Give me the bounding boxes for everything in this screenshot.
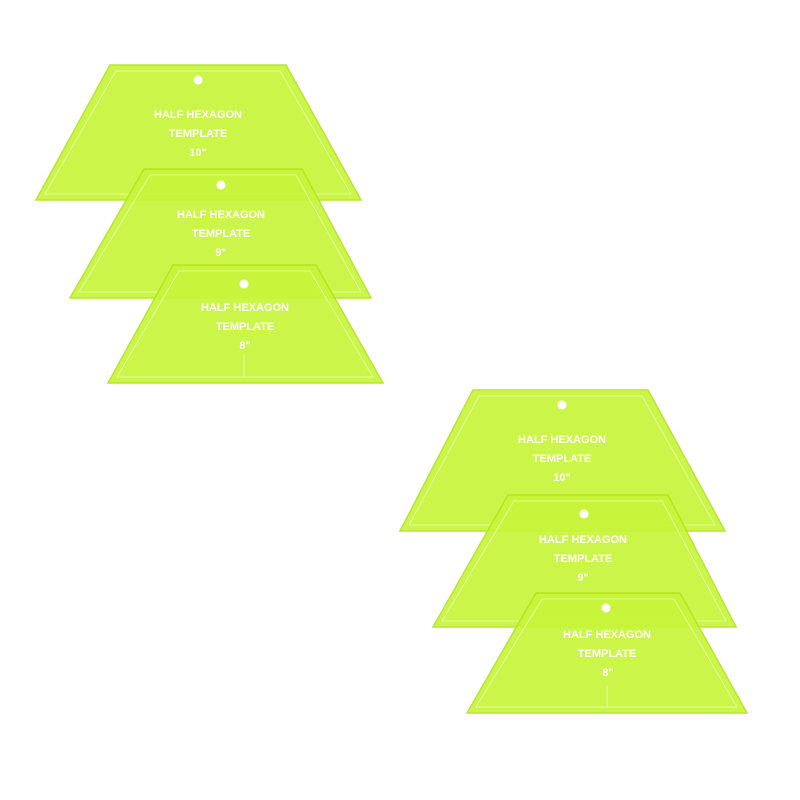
template-subtitle: TEMPLATE (169, 128, 227, 140)
template-size: 8" (602, 667, 613, 679)
hang-hole (216, 180, 226, 190)
template-subtitle: TEMPLATE (533, 453, 591, 465)
acrylic-trapezoid (106, 264, 385, 384)
template-size: 10" (189, 147, 206, 159)
hang-hole (601, 603, 611, 613)
acrylic-trapezoid (34, 64, 363, 201)
seam-allowance-line (475, 598, 738, 708)
template-title: HALF HEXAGON (563, 629, 651, 641)
template-size: 8" (239, 340, 250, 352)
template-title: HALF HEXAGON (539, 534, 627, 546)
template-8in: HALF HEXAGON TEMPLATE 8" (465, 592, 749, 714)
template-subtitle: TEMPLATE (216, 321, 274, 333)
template-10in: HALF HEXAGON TEMPLATE 10" (34, 64, 363, 201)
template-title: HALF HEXAGON (201, 302, 289, 314)
seam-allowance-line (78, 174, 362, 293)
seam-allowance-line (441, 500, 727, 622)
template-8in: HALF HEXAGON TEMPLATE 8" (106, 264, 385, 384)
template-title: HALF HEXAGON (177, 209, 265, 221)
template-subtitle: TEMPLATE (554, 553, 612, 565)
seam-allowance-line (116, 270, 374, 378)
acrylic-trapezoid (465, 592, 749, 714)
template-subtitle: TEMPLATE (578, 648, 636, 660)
hang-hole (579, 509, 589, 519)
hang-hole (557, 400, 567, 410)
hang-hole (193, 75, 203, 85)
seam-allowance-line (408, 395, 716, 526)
template-title: HALF HEXAGON (518, 434, 606, 446)
template-set-1: HALF HEXAGON TEMPLATE 10" HALF HEXAGON T… (34, 64, 385, 384)
template-size: 9" (577, 572, 588, 584)
template-size: 9" (215, 247, 226, 259)
hang-hole (239, 279, 249, 289)
template-title: HALF HEXAGON (154, 109, 242, 121)
seam-allowance-line (44, 70, 352, 195)
template-set-2: HALF HEXAGON TEMPLATE 10" HALF HEXAGON T… (398, 389, 749, 714)
template-size: 10" (553, 472, 570, 484)
template-subtitle: TEMPLATE (192, 228, 250, 240)
